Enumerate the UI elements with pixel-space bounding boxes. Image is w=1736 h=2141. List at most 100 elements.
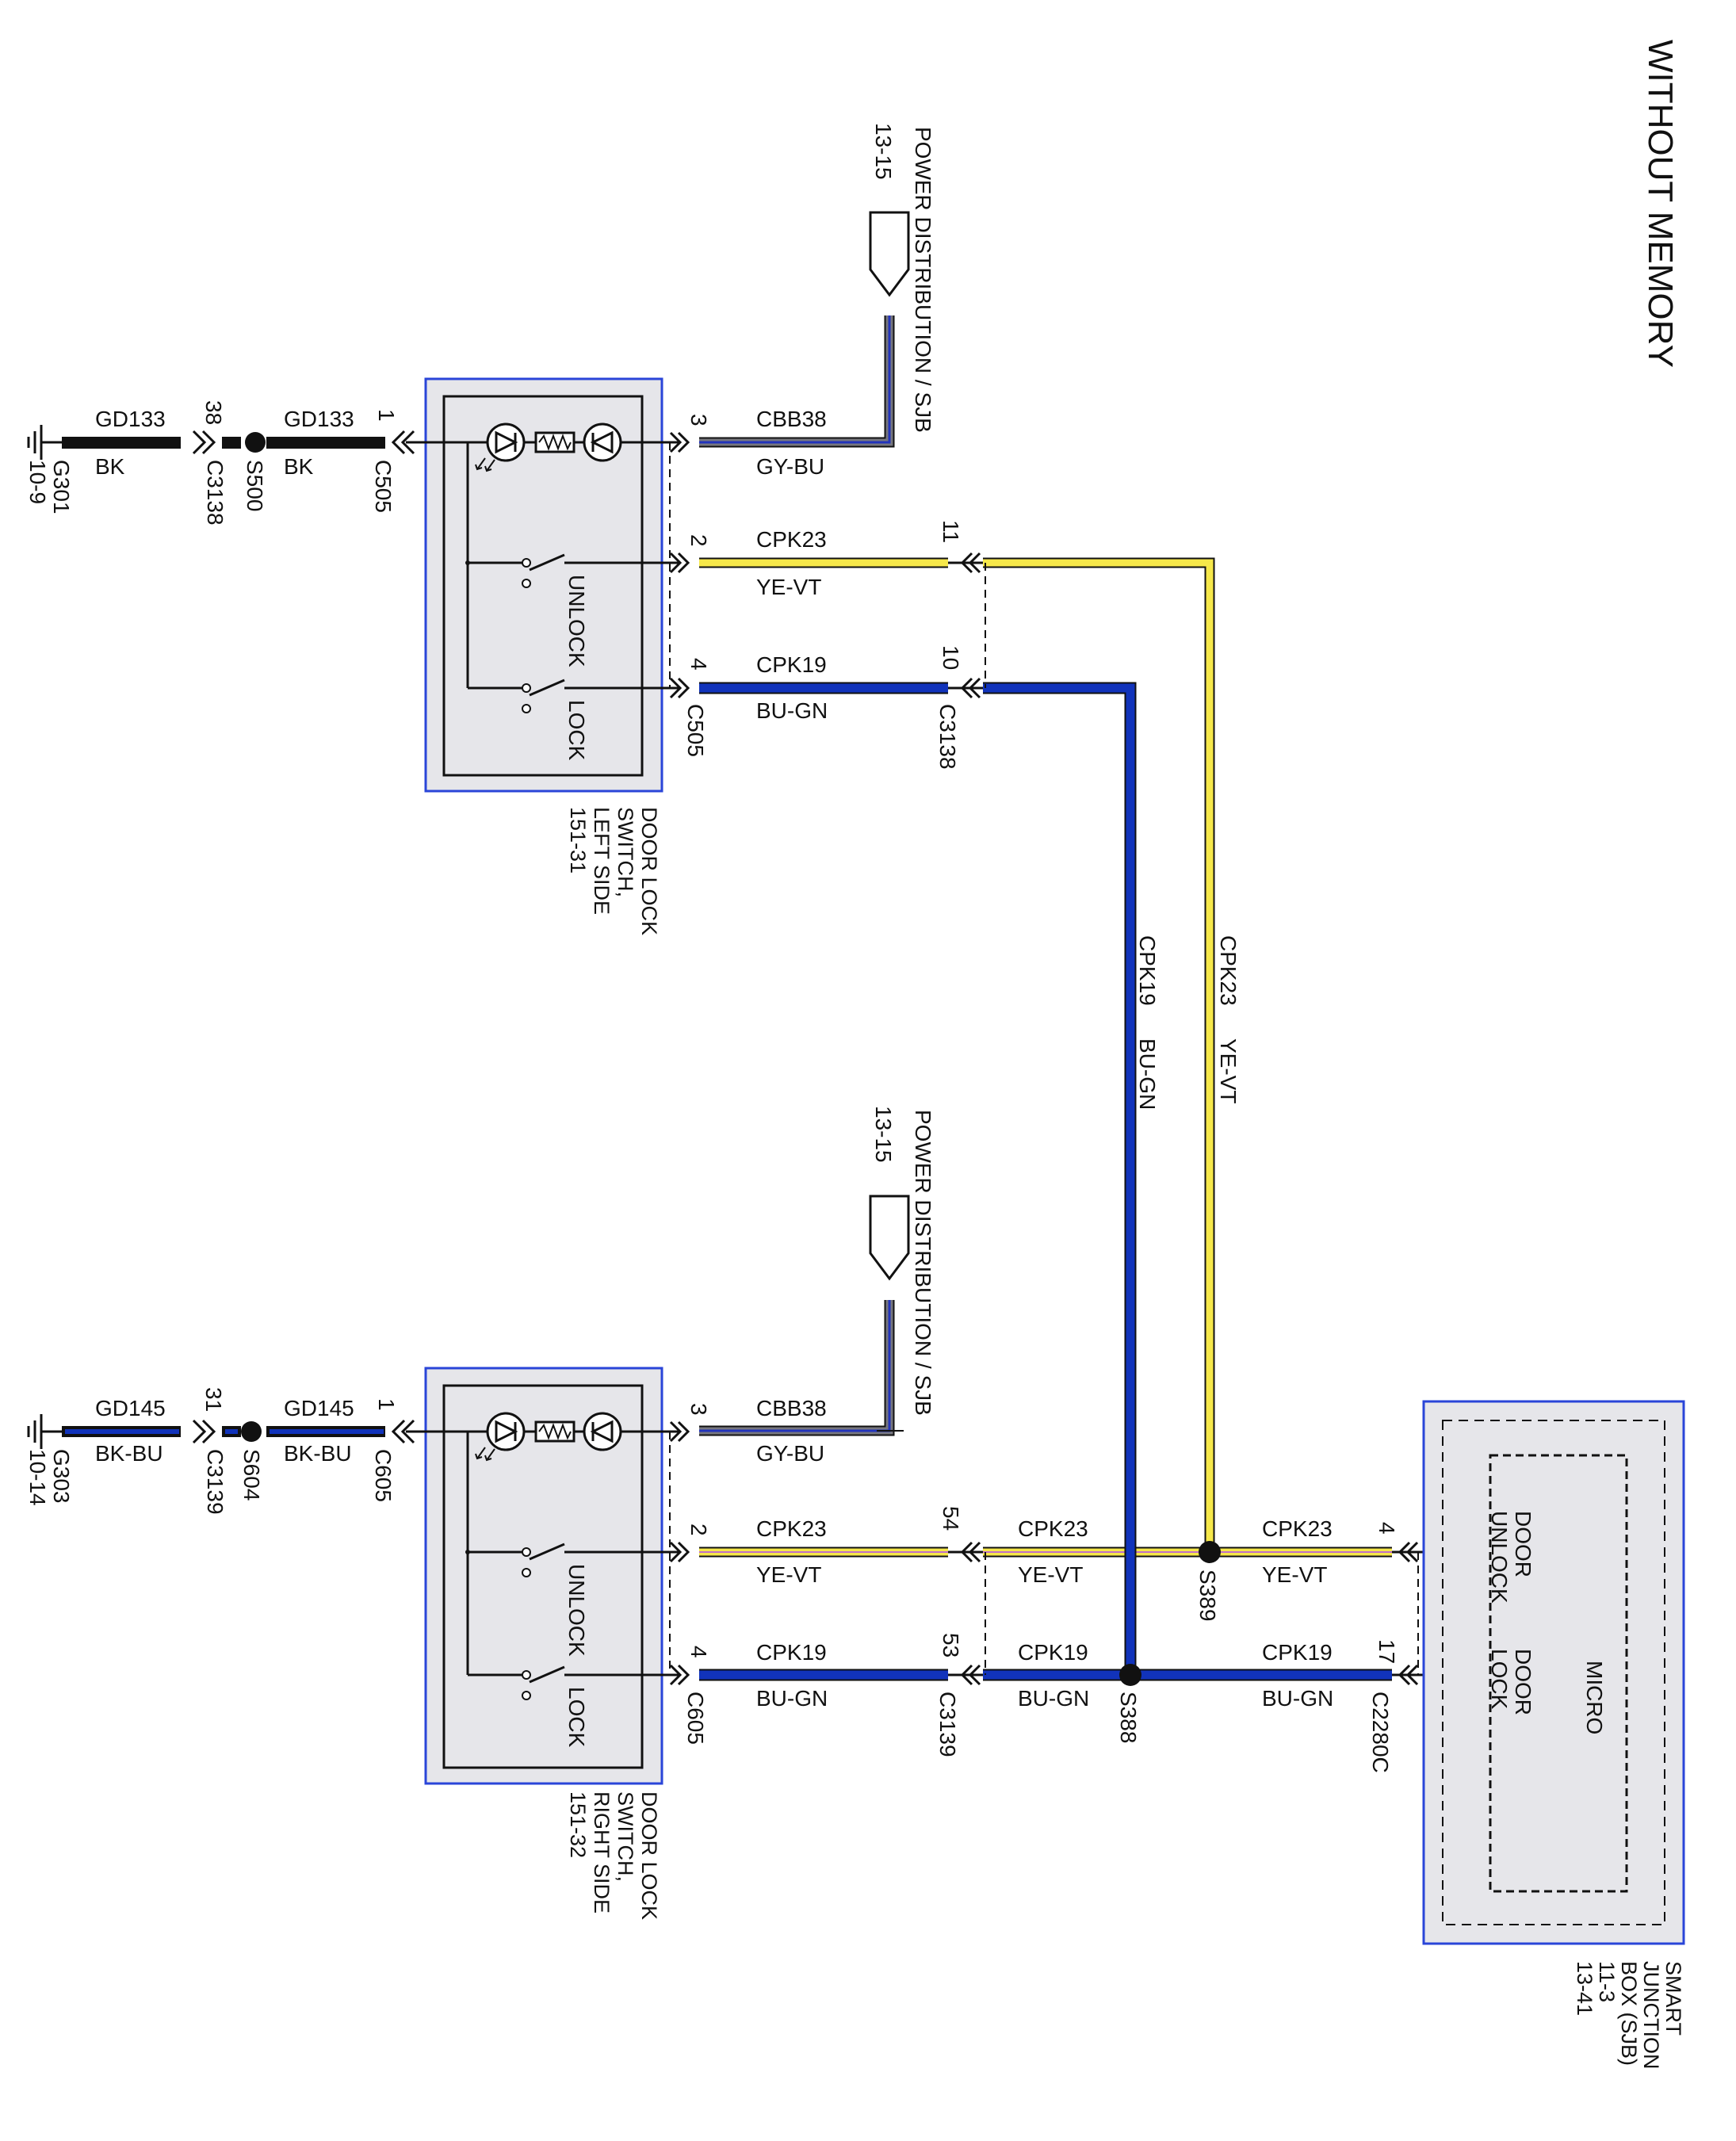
wire-color-label: YE-VT — [756, 1562, 821, 1587]
switch-right-name-2: SWITCH, — [614, 1791, 637, 1882]
connector-label: C3139 — [203, 1449, 228, 1515]
pin-label: 11 — [939, 520, 963, 543]
connector-label: C3139 — [935, 1692, 960, 1757]
wire-color-label: BK-BU — [284, 1441, 352, 1466]
sjb-door-unlock-2: UNLOCK — [1487, 1511, 1512, 1604]
diagram-title: WITHOUT MEMORY — [1641, 40, 1680, 368]
connector-arrow — [669, 1420, 690, 1686]
pin-label: 1 — [374, 409, 399, 422]
wire-color-label: GY-BU — [756, 454, 824, 479]
sjb-name-5: 13-41 — [1573, 1961, 1596, 2016]
wire-label: GD145 — [95, 1396, 166, 1420]
connector-arrow — [669, 431, 690, 699]
wire-color-label: GY-BU — [756, 1441, 824, 1466]
switch-unlock-label: UNLOCK — [564, 1564, 589, 1657]
pin-label: 4 — [1375, 1522, 1399, 1535]
pin-label: 31 — [201, 1387, 226, 1412]
wire-label: GD133 — [95, 407, 166, 431]
wire-lock — [699, 682, 1392, 1681]
pin-label: 4 — [686, 658, 711, 671]
splice-s500-dot — [245, 432, 266, 453]
led-icon — [486, 422, 622, 462]
wire-label: CPK19 — [756, 1640, 827, 1665]
wire-color-label: BU-GN — [756, 1686, 828, 1711]
wire-color-label: BU-GN — [1262, 1686, 1333, 1711]
wire-label: GD133 — [284, 407, 354, 431]
switch-left-name-4: 151-31 — [566, 807, 590, 874]
splice-label: S604 — [239, 1449, 264, 1501]
connector-label: C3138 — [935, 704, 960, 770]
left-wire-labels: 3 CBB38 GY-BU 2 CPK23 YE-VT 11 4 CPK19 B… — [683, 407, 963, 770]
switch-lock-label: LOCK — [564, 1687, 589, 1748]
ground-id: G303 — [49, 1449, 74, 1504]
pin-label: 54 — [939, 1506, 963, 1531]
ground-symbol-left — [27, 425, 62, 460]
power-distribution-label: POWER DISTRIBUTION / SJB — [911, 127, 935, 433]
power-distribution-ref: 13-15 — [871, 123, 896, 180]
switch-right-name-3: RIGHT SIDE — [590, 1791, 614, 1914]
pin-label: 1 — [374, 1398, 399, 1411]
wire-ground-left — [62, 437, 385, 449]
ground-id: G301 — [49, 460, 74, 514]
sjb-name-2: JUNCTION — [1639, 1961, 1663, 2070]
splice-label: S500 — [243, 460, 267, 511]
splice-s389-dot — [1199, 1541, 1221, 1563]
connector-label: C605 — [371, 1449, 396, 1502]
sjb-door-lock-1: DOOR — [1511, 1649, 1535, 1715]
wire-label: CPK23 — [1216, 935, 1241, 1006]
connector-label: C505 — [371, 460, 396, 513]
ground-right-labels: GD145 BK-BU GD145 BK-BU 31 1 G303 10-14 … — [25, 1387, 399, 1515]
wire-ground-right — [62, 1426, 385, 1437]
power-distribution-ref: 13-15 — [871, 1106, 896, 1163]
sjb-micro-label: MICRO — [1582, 1661, 1607, 1734]
wire-color-label: YE-VT — [1018, 1562, 1083, 1587]
splice-s388-dot — [1119, 1664, 1141, 1686]
switch-unlock-label: UNLOCK — [564, 575, 589, 667]
power-distribution-label: POWER DISTRIBUTION / SJB — [911, 1110, 935, 1416]
switch-left-name-2: SWITCH, — [614, 807, 637, 897]
wire-color-label: BK — [95, 454, 125, 479]
power-distribution-feed-left: POWER DISTRIBUTION / SJB 13-15 — [869, 123, 935, 433]
wire-label: GD145 — [284, 1396, 354, 1420]
sjb-name-4: 11-3 — [1595, 1961, 1619, 2002]
connector-label: C605 — [683, 1692, 708, 1745]
wire-power-left — [699, 315, 895, 448]
vertical-wire-labels: CPK19 BU-GN CPK23 YE-VT — [1135, 935, 1241, 1110]
resistor-icon — [524, 431, 584, 453]
sjb-door-unlock-1: DOOR — [1511, 1511, 1535, 1577]
sjb-door-lock-2: LOCK — [1487, 1649, 1512, 1710]
wire-label: CPK23 — [756, 527, 827, 552]
connector-label: C3138 — [203, 460, 228, 526]
pin-label: 4 — [686, 1646, 711, 1658]
switch-right-name-4: 151-32 — [566, 1791, 590, 1858]
wire-color-label: YE-VT — [1216, 1038, 1241, 1103]
wire-label: CPK23 — [756, 1516, 827, 1541]
pin-label: 38 — [201, 400, 226, 425]
wire-label: CPK23 — [1262, 1516, 1333, 1541]
wire-label: CBB38 — [756, 1396, 827, 1420]
wire-color-label: BK — [284, 454, 314, 479]
switch-right-name-1: DOOR LOCK — [637, 1791, 661, 1920]
ground-ref: 10-9 — [25, 460, 50, 504]
ground-ref: 10-14 — [25, 1449, 50, 1506]
right-wire-labels: 3 CBB38 GY-BU 2 CPK23 YE-VT 54 CPK23 YE-… — [683, 1396, 1399, 1773]
connector-label: C505 — [683, 704, 708, 757]
wire-color-label: BU-GN — [1018, 1686, 1089, 1711]
ground-symbol-right — [27, 1414, 62, 1449]
wire-color-label: YE-VT — [1262, 1562, 1327, 1587]
door-lock-switch-left: UNLOCK LOCK DOOR LOCK SWITCH, LEFT SIDE … — [406, 377, 680, 935]
wire-label: CPK19 — [1018, 1640, 1088, 1665]
wire-label: CPK19 — [1262, 1640, 1333, 1665]
pin-label: 53 — [939, 1633, 963, 1657]
wire-unlock — [699, 557, 1392, 1558]
ground-left-labels: GD133 BK GD133 BK 38 1 G301 10-9 C3138 S… — [25, 400, 399, 526]
pin-label: 3 — [686, 414, 711, 426]
connector-label: C2280C — [1368, 1692, 1393, 1773]
switch-left-name-3: LEFT SIDE — [590, 807, 614, 915]
pin-label: 3 — [686, 1403, 711, 1416]
connector-arrow — [960, 552, 1419, 1686]
wire-label: CPK19 — [1135, 935, 1160, 1006]
splice-s604-dot — [241, 1421, 262, 1442]
wire-color-label: BK-BU — [95, 1441, 163, 1466]
